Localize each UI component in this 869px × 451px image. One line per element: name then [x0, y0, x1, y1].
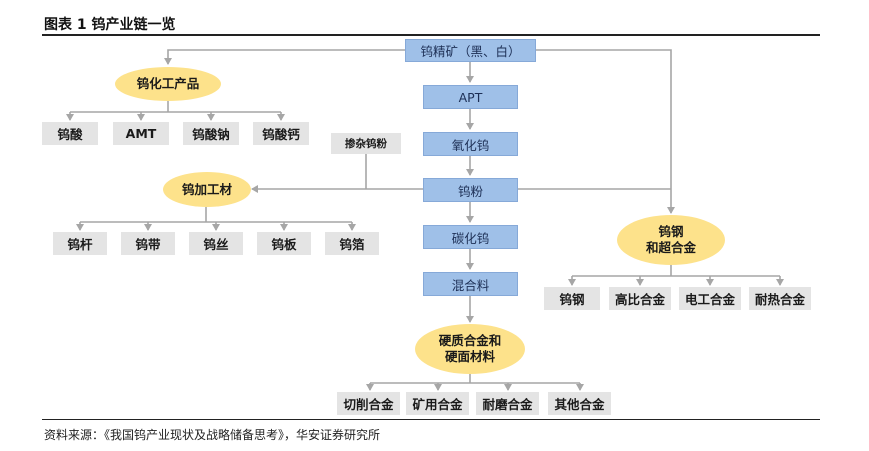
hard-label-line1: 硬质合金和	[438, 333, 502, 348]
hard-item: 矿用合金	[406, 392, 469, 415]
node-steel-superalloy: 钨钢 和超合金	[617, 215, 725, 265]
chem-item: 钨酸钠	[183, 122, 239, 145]
processed-item: 钨带	[121, 232, 175, 255]
node-processed-materials: 钨加工材	[163, 172, 251, 207]
arrow-ore-steel	[536, 49, 675, 214]
node-chemicals: 钨化工产品	[115, 67, 221, 101]
steel-item: 高比合金	[609, 287, 671, 310]
footer-rule	[42, 419, 820, 420]
source-note: 资料来源：《我国钨产业现状及战略储备思考》，华安证券研究所	[44, 428, 381, 442]
processed-item: 钨箔	[325, 232, 379, 255]
hard-label-line2: 硬面材料	[444, 349, 495, 364]
processed-item: 钨丝	[189, 232, 243, 255]
node-tungsten-carbide: 碳化钨	[423, 225, 518, 249]
processed-item: 钨板	[257, 232, 311, 255]
node-tungsten-concentrate: 钨精矿（黑、白）	[405, 39, 536, 62]
node-tungsten-powder: 钨粉	[423, 178, 518, 202]
hard-item: 耐磨合金	[476, 392, 539, 415]
node-tungsten-oxide: 氧化钨	[423, 132, 518, 156]
steel-item: 耐热合金	[749, 287, 811, 310]
processed-item: 钨杆	[53, 232, 107, 255]
node-hard-alloy: 硬质合金和 硬面材料	[415, 324, 525, 374]
chem-item: AMT	[113, 122, 169, 145]
steel-item: 电工合金	[679, 287, 741, 310]
hard-item: 其他合金	[548, 392, 611, 415]
hard-item: 切削合金	[337, 392, 400, 415]
steel-item: 钨钢	[544, 287, 600, 310]
arrow-ore-chemicals	[164, 49, 405, 65]
steel-label-line1: 钨钢	[658, 224, 684, 239]
steel-label-line2: 和超合金	[645, 240, 696, 255]
figure-title: 图表 1 钨产业链一览	[44, 17, 176, 33]
node-doped-powder: 掺杂钨粉	[331, 133, 401, 154]
chem-item: 钨酸	[42, 122, 98, 145]
node-apt: APT	[423, 85, 518, 109]
header-rule	[42, 34, 820, 36]
node-mixture: 混合料	[423, 272, 518, 296]
chem-item: 钨酸钙	[253, 122, 309, 145]
